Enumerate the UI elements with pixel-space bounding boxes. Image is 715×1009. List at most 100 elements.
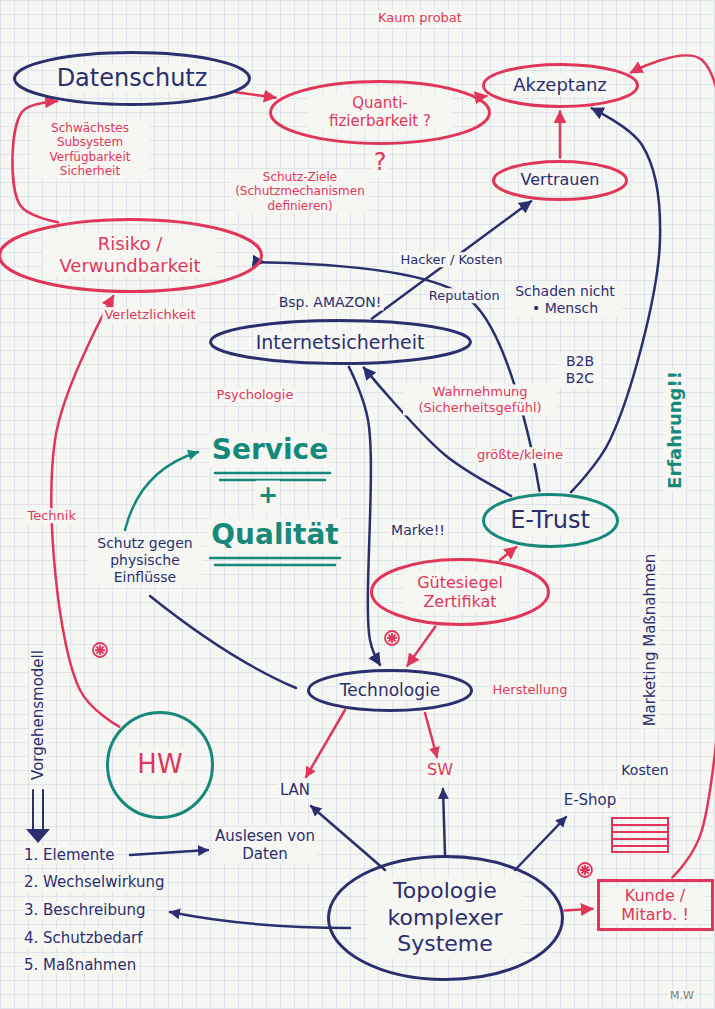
- annotation-text: 4. Schutzbedarf: [22, 929, 145, 947]
- annotation-text: Auslesen von Daten: [213, 827, 317, 863]
- asterisk-star: [95, 645, 105, 655]
- asterisk-ring: [578, 863, 592, 877]
- asterisk-mark: [385, 631, 399, 645]
- node-text: Akzeptanz: [511, 74, 609, 96]
- sketch-arrow: [130, 850, 208, 855]
- annotation-text: E-Shop: [562, 791, 619, 809]
- annotation-text: Schutz-Ziele (Schutzmechanismen definier…: [231, 170, 370, 213]
- sketch-arrow: [443, 789, 445, 855]
- sketch-arrow: [125, 452, 198, 530]
- double-arrow-shaft: [33, 790, 43, 830]
- annotation-text: 3. Beschreibung: [22, 901, 147, 919]
- underline: [215, 473, 330, 480]
- connector-arrow: [349, 367, 380, 665]
- edge-label: Reputation: [427, 288, 502, 304]
- striped-box: [612, 818, 668, 852]
- topic-ellipse: Quanti- fizierbarkeit ?: [269, 80, 491, 145]
- asterisk-ring: [385, 631, 399, 645]
- node-text: HW: [135, 749, 184, 780]
- annotation-text: Verletzlichkeit: [102, 307, 197, 323]
- connector-arrow: [481, 95, 487, 98]
- annotation-text: Schaden nicht • Mensch: [508, 283, 622, 317]
- annotation-text: Vorgehensmodell: [29, 648, 47, 782]
- sketch-lines: [33, 452, 668, 928]
- annotation-text: Wahrnehmung (Sicherheitsgefühl): [403, 384, 557, 415]
- ellipse-outline: [494, 161, 627, 199]
- annotation-text: LAN: [278, 781, 312, 799]
- topic-circle: HW: [106, 711, 214, 819]
- node-text: Vertrauen: [519, 170, 602, 189]
- topic-ellipse: Internetsicherheit: [209, 319, 472, 365]
- annotation-text: Service: [210, 433, 330, 467]
- node-text: Gütesiegel Zertifikat: [403, 573, 517, 611]
- annotation-text: SW: [425, 760, 455, 779]
- note-box: Kunde / Mitarb. !: [597, 879, 714, 931]
- annotation-text: Marke!!: [389, 522, 447, 539]
- annotation-text: Herstellung: [491, 682, 570, 698]
- connector-arrow: [236, 92, 275, 97]
- stripes: [612, 825, 668, 846]
- box-outline: [598, 881, 712, 930]
- connector-arrow: [407, 626, 435, 665]
- node-text: Kunde / Mitarb. !: [606, 886, 705, 924]
- node-text: Technologie: [338, 680, 442, 700]
- asterisk-mark: [578, 863, 592, 877]
- node-text: Topologie komplexer Systeme: [368, 878, 522, 957]
- topic-ellipse: Akzeptanz: [482, 63, 639, 108]
- sketch-arrow: [170, 912, 350, 928]
- ellipse-outline: [210, 321, 470, 364]
- ellipse-outline: [271, 81, 490, 143]
- node-text: Internetsicherheit: [254, 331, 427, 354]
- sketch-arrow: [311, 806, 385, 870]
- asterisk-star: [580, 865, 590, 875]
- topic-ellipse: Topologie komplexer Systeme: [327, 855, 564, 981]
- ellipse-outline: [15, 52, 250, 104]
- annotation-text: Schwächstes Subsystem Verfügbarkeit Sich…: [31, 121, 150, 179]
- annotation-text: Kaum probat: [376, 10, 464, 26]
- ellipse-outline: [328, 857, 562, 980]
- asterisk-marks: [93, 631, 592, 877]
- topic-ellipse: Datenschutz: [13, 51, 251, 106]
- ellipse-outline: [372, 560, 549, 625]
- annotation-text: Kosten: [619, 762, 670, 779]
- topic-ellipse: E-Trust: [482, 493, 619, 548]
- ellipse-outline: [483, 494, 617, 546]
- annotation-text: Erfahrung!!: [664, 369, 686, 491]
- annotation-text: Schutz gegen physische Einflüsse: [88, 535, 202, 585]
- connector-arrow: [631, 55, 715, 877]
- annotation-text: Marketing Maßnahmen: [641, 552, 659, 729]
- topic-ellipse: Technologie: [307, 669, 473, 712]
- topic-ellipse: Gütesiegel Zertifikat: [370, 558, 550, 626]
- asterisk-ring: [93, 643, 107, 657]
- ellipse-outline: [309, 670, 472, 710]
- annotation-text: +: [256, 481, 280, 510]
- node-text: E-Trust: [508, 506, 592, 535]
- connector-arrow: [500, 547, 516, 560]
- annotation-text: ?: [372, 148, 389, 177]
- edge-label: Hacker / Kosten: [399, 252, 505, 268]
- underline: [210, 558, 340, 565]
- topic-ellipse: Risiko / Verwundbarkeit: [0, 218, 263, 293]
- connector-arrow: [565, 909, 593, 911]
- annotation-text: Psychologie: [215, 387, 296, 403]
- asterisk-star: [387, 633, 397, 643]
- node-text: Quanti- fizierbarkeit ?: [308, 94, 452, 130]
- annotation-text: 5. Maßnahmen: [22, 956, 138, 974]
- asterisk-mark: [93, 643, 107, 657]
- node-text: Datenschutz: [55, 64, 210, 93]
- connector-arrow: [559, 112, 562, 158]
- topic-ellipse: Vertrauen: [492, 160, 628, 201]
- annotation-text: 1. Elemente: [22, 846, 116, 864]
- sketch-arrow: [306, 710, 345, 777]
- annotation-text: 2. Wechselwirkung: [22, 873, 167, 891]
- ellipse-outline: [483, 64, 637, 106]
- annotation-text: B2B B2C: [558, 353, 602, 387]
- annotation-text: größte/kleine: [475, 447, 565, 463]
- ellipse-outline: [0, 219, 261, 291]
- node-text: Risiko / Verwundbarkeit: [43, 233, 217, 276]
- annotation-text: Bsp. AMAZON!: [277, 294, 384, 311]
- watermark: M.W: [668, 989, 696, 1002]
- sketch-arrow: [425, 713, 437, 757]
- annotation-text: Qualität: [209, 518, 341, 552]
